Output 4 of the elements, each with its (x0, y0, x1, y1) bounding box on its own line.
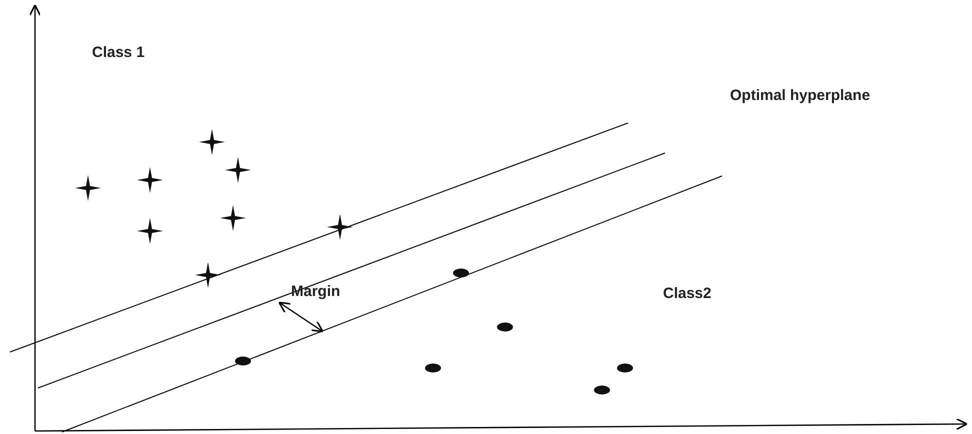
label-text: Class 1 (92, 44, 145, 61)
label-text: Margin (291, 283, 340, 300)
label-text: Optimal hyperplane (730, 87, 870, 104)
label-text: Class2 (663, 285, 712, 302)
